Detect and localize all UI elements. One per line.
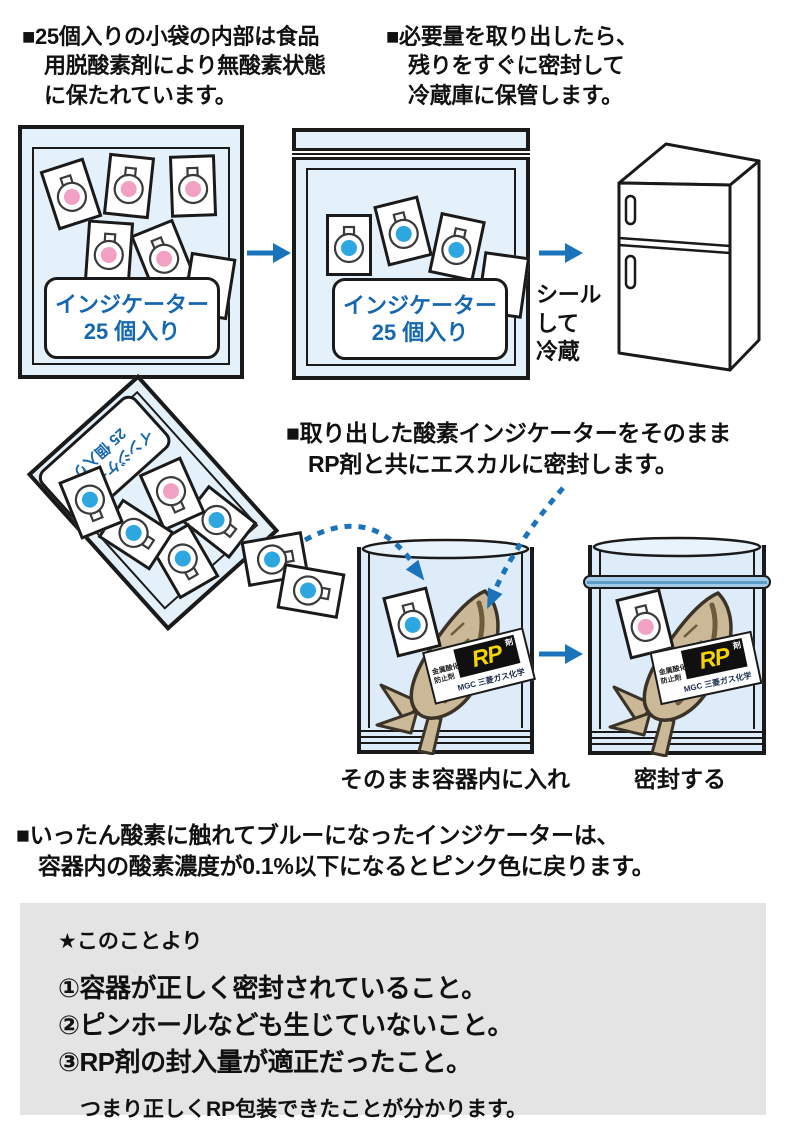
dotted-arrows <box>280 470 600 635</box>
bag-label-line1: インジケーター <box>54 291 209 317</box>
rp-name: RP <box>469 639 505 673</box>
arrow-right-icon <box>538 241 584 270</box>
bag-label-line1: インジケーター <box>342 292 497 318</box>
indicator-card <box>240 530 310 588</box>
indicator-card <box>373 195 433 267</box>
pouch-mouth <box>359 537 532 561</box>
pouch-gusset <box>361 730 530 738</box>
zip-seal <box>292 148 530 160</box>
oxygen-indicator-icon <box>178 166 209 205</box>
oxygen-indicator-icon <box>167 543 200 581</box>
indicator-card <box>428 211 486 283</box>
intro-right-line2: 残りをすぐに密封して <box>408 53 625 79</box>
pouch-inner-lines <box>599 549 755 729</box>
rp-suffix: 剤 <box>732 640 742 651</box>
oxygen-indicator-icon <box>74 484 106 523</box>
indicator-card <box>138 456 206 532</box>
oxygen-indicator-icon <box>441 227 472 266</box>
conclusion-box: ★このことより ①容器が正しく密封されていること。 ②ピンホールなども生じていな… <box>20 903 766 1121</box>
conclusion-point-1: ①容器が正しく密封されていること。 <box>58 973 487 1003</box>
conclusion-points: ①容器が正しく密封されていること。 ②ピンホールなども生じていないこと。 ③RP… <box>58 970 746 1081</box>
pouch-gusset <box>592 731 762 739</box>
bag-label-line2: 25 個入り <box>371 320 469 345</box>
oxygen-indicator-icon <box>93 232 124 271</box>
bag-label: インジケーター 25 個入り <box>332 278 508 360</box>
seal-band <box>583 575 771 589</box>
intro-text-right: ■必要量を取り出したら、 残りをすぐに密封して 冷蔵庫に保管します。 <box>386 22 638 110</box>
indicator-card <box>102 152 156 220</box>
intro-right-line1: ■必要量を取り出したら、 <box>386 24 638 49</box>
indicator-card <box>276 562 346 620</box>
intro-left-line3: に保たれています。 <box>44 82 237 108</box>
oxygen-indicator-icon <box>630 603 661 643</box>
indicator-card <box>130 218 196 294</box>
conclusion-summary: つまり正しくRP包装できたことが分かります。 <box>80 1098 528 1121</box>
oxygen-indicator-icon <box>397 601 428 641</box>
arrow-right-icon <box>246 241 292 270</box>
indicator-bag-pouring: インジケーター 25 個入り <box>26 373 280 632</box>
oxygen-indicator-icon <box>155 476 187 514</box>
fridge-caption-line3: 冷蔵 <box>536 339 580 365</box>
step2-heading-line1: ■取り出した酸素インジケーターをそのまま <box>286 420 731 446</box>
indicator-card <box>615 588 675 660</box>
note-text: ■いったん酸素に触れてブルーになったインジケーターは、 容器内の酸素濃度が0.1… <box>16 820 655 882</box>
fridge-caption-line2: して <box>536 310 579 336</box>
intro-left-line1: ■25個入りの小袋の内部は食品 <box>22 24 320 49</box>
oxygen-indicator-icon <box>149 236 180 274</box>
indicator-card <box>83 219 135 285</box>
dotted-arrow-icon <box>303 523 425 581</box>
step2-heading: ■取り出した酸素インジケーターをそのまま RP剤と共にエスカルに密封します。 <box>286 418 731 480</box>
rp-name: RP <box>696 642 732 674</box>
bag-label-line2: 25 個入り <box>83 319 181 344</box>
oxygen-indicator-icon <box>256 544 295 575</box>
bag-inner-frame <box>32 147 230 365</box>
oxygen-indicator-icon <box>113 166 144 205</box>
intro-left-line2: 用脱酸素剤により無酸素状態 <box>44 53 326 79</box>
oxygen-indicator-icon <box>333 225 365 264</box>
pouch-mouth <box>590 535 764 559</box>
refrigerator-icon <box>612 140 767 380</box>
caption-put-in: そのまま容器内に入れ <box>340 766 570 792</box>
dotted-arrow-icon <box>487 486 565 609</box>
conclusion-intro: ★このことより <box>58 930 203 953</box>
note-line2: 容器内の酸素濃度が0.1%以下になるとピンク色に戻ります。 <box>38 852 655 879</box>
fridge-caption-line1: シール <box>536 282 602 307</box>
pouch-gusset-line <box>592 743 762 745</box>
rp-suffix: 剤 <box>504 637 515 648</box>
indicator-card <box>148 522 220 600</box>
indicator-card <box>326 214 372 276</box>
oxygen-indicator-icon <box>292 575 331 606</box>
conclusion-point-2: ②ピンホールなども生じていないこと。 <box>58 1010 514 1040</box>
oxygen-indicator-icon <box>118 517 156 551</box>
intro-right-line3: 冷蔵庫に保管します。 <box>408 82 623 108</box>
oxygen-indicator-icon <box>56 173 88 212</box>
indicator-card <box>382 586 442 658</box>
oxygen-indicator-icon <box>388 210 419 250</box>
fridge-caption: シール して 冷蔵 <box>536 281 601 367</box>
indicator-card <box>39 157 103 231</box>
bag-label: インジケーター 25 個入り <box>44 277 220 359</box>
caption-seal: 密封する <box>634 766 726 792</box>
indicator-card <box>97 498 175 571</box>
step2-heading-line2: RP剤と共にエスカルに密封します。 <box>308 450 678 477</box>
intro-text-left: ■25個入りの小袋の内部は食品 用脱酸素剤により無酸素状態 に保たれています。 <box>22 22 326 110</box>
conclusion-point-3: ③RP剤の封入量が適正だったこと。 <box>58 1047 472 1077</box>
indicator-card <box>168 154 218 218</box>
note-line1: ■いったん酸素に触れてブルーになったインジケーターは、 <box>16 822 620 848</box>
indicator-bag-blue: インジケーター 25 個入り <box>292 128 531 380</box>
pouch-gusset-line <box>361 742 530 744</box>
indicator-card <box>58 465 124 540</box>
arrow-right-icon <box>538 642 584 671</box>
indicator-bag-pink: インジケーター 25 個入り <box>18 125 244 379</box>
